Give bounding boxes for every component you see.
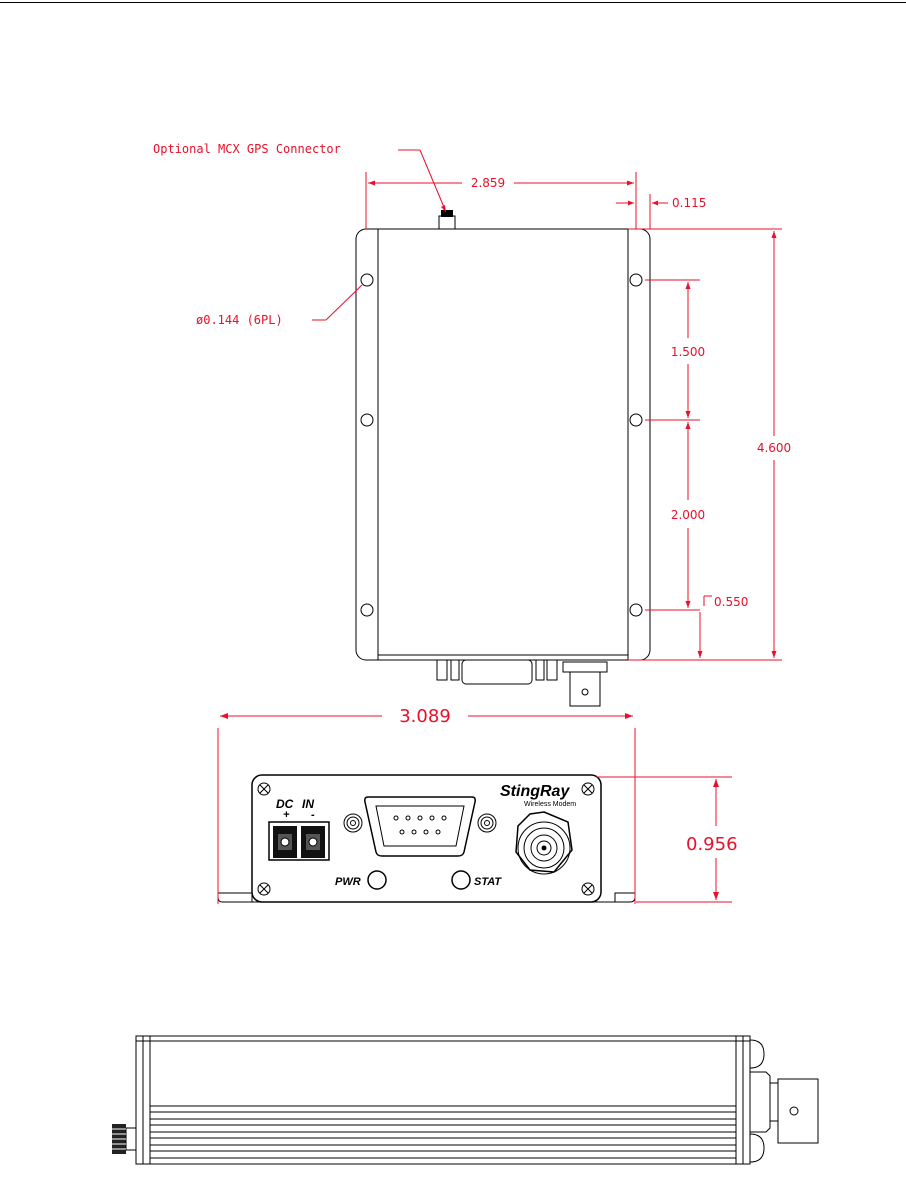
top-housing <box>378 229 628 660</box>
side-view <box>112 1036 818 1164</box>
hole-callout: ø0.144 (6PL) <box>196 313 283 327</box>
db9-serial-port <box>365 797 475 856</box>
brand-label: StingRay <box>500 783 570 800</box>
dc-in-terminal-block <box>269 822 329 860</box>
dim-flange-offset: 0.115 <box>672 196 706 210</box>
gps-callout: Optional MCX GPS Connector <box>153 142 341 156</box>
mounting-hole <box>361 274 373 286</box>
mounting-hole <box>630 274 642 286</box>
dim-overall-length: 4.600 <box>757 441 791 455</box>
side-gps-connector <box>112 1124 136 1154</box>
mounting-hole <box>630 414 642 426</box>
brand-subtitle: Wireless Modem <box>524 801 576 808</box>
pwr-led <box>368 871 386 889</box>
gps-connector <box>439 210 455 229</box>
dim-width-top: 2.859 <box>471 176 505 190</box>
dim-bottom-offset: 0.550 <box>714 595 748 609</box>
pwr-label: PWR <box>335 876 361 888</box>
dim-height-front: 0.956 <box>686 834 738 855</box>
plus-label: + <box>283 809 290 821</box>
dim-hole-spacing-upper: 1.500 <box>671 345 705 359</box>
top-view: 2.859 0.115 Optional MCX GPS Connector ø… <box>153 142 791 706</box>
minus-label: - <box>311 809 315 821</box>
side-right-connectors <box>750 1040 818 1162</box>
dim-hole-spacing-lower: 2.000 <box>671 508 705 522</box>
front-view: DC IN + - <box>218 706 738 904</box>
stat-led <box>452 871 470 889</box>
bnc-connector-front <box>516 812 572 874</box>
serial-connector-top <box>437 660 557 684</box>
mounting-hole <box>361 604 373 616</box>
mounting-hole <box>361 414 373 426</box>
dim-width-front: 3.089 <box>399 706 451 727</box>
stat-label: STAT <box>474 876 502 888</box>
bnc-connector-top <box>563 662 607 706</box>
mounting-hole <box>630 604 642 616</box>
side-cooling-fins <box>150 1106 736 1158</box>
